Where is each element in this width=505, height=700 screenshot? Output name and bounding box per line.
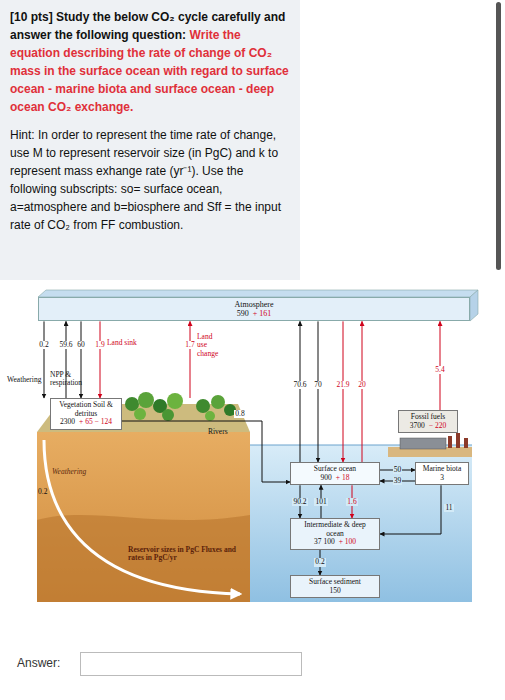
text-row: Marine biota	[419, 465, 465, 474]
flux-value: 11	[444, 504, 453, 512]
flux-value: 70	[313, 381, 323, 389]
atmosphere-box: Atmosphere590 + 161	[38, 297, 470, 321]
flux-value: 1.9	[94, 341, 105, 349]
fossil-fuels-box: Fossil fuels3700 − 220	[398, 410, 458, 433]
text-row: 150	[294, 587, 376, 596]
vegetation-box: Vegetation Soil & detritus2300 + 65 − 124	[50, 398, 122, 430]
atmosphere-top	[38, 290, 478, 297]
flux-value: 20	[357, 381, 367, 389]
land-block	[37, 432, 250, 602]
deep-ocean-box: Intermediate & deep ocean37 100 + 100	[290, 518, 380, 550]
marine-biota-box: Marine biota3	[415, 462, 469, 485]
box-title: Surface sediment	[309, 578, 361, 587]
atmosphere-side	[470, 290, 478, 321]
flux-value: 1.7	[184, 341, 195, 349]
ocean	[250, 445, 472, 602]
text-row: 37 100 + 100	[294, 538, 376, 547]
answer-box: Answer:	[80, 652, 302, 676]
flux-value: 0.2	[38, 341, 49, 349]
hint-text: Hint: In order to represent the time rat…	[10, 128, 281, 232]
flux-arrow	[122, 421, 290, 482]
flux-arrow	[380, 485, 441, 534]
flux-arrow	[318, 321, 319, 462]
flux-note: Weathering	[7, 376, 41, 384]
factory	[388, 433, 472, 457]
question: [10 pts] Study the below CO₂ cycle caref…	[10, 8, 290, 116]
flux-value: 39	[393, 477, 403, 485]
flux-value: 70.6	[292, 381, 307, 389]
scrollbar	[496, 2, 501, 270]
vegetation-trees	[125, 392, 236, 421]
flux-value: 59.6	[58, 341, 73, 349]
flux-note: NPP & respiration	[50, 371, 80, 388]
text-row: Vegetation Soil & detritus	[54, 401, 118, 418]
weathering-arrow	[44, 440, 240, 594]
flux-value: 50	[393, 466, 403, 474]
flux-value: 60	[76, 341, 86, 349]
box-value: 2300	[60, 418, 75, 427]
flux-value: 101	[314, 498, 327, 506]
river-label: Rivers	[208, 428, 228, 436]
box-title: Answer:	[17, 657, 60, 671]
box-value: − 220	[429, 422, 446, 431]
box-value: 3700	[410, 422, 425, 431]
text-row: Surface sediment	[294, 578, 376, 587]
text-row: 900 + 18	[294, 474, 376, 483]
question-text: [10 pts] Study the below CO₂ cycle caref…	[10, 10, 285, 42]
text-row: Answer:	[15, 657, 62, 671]
box-value: 3	[440, 474, 444, 483]
flux-arrow	[100, 321, 101, 398]
text-row: Surface ocean	[294, 465, 376, 474]
legend-note: Reservoir sizes in PgC Fluxes and rates …	[128, 546, 240, 563]
box-value: + 161	[253, 309, 272, 318]
box-value: 900	[321, 474, 332, 483]
text-row: 3700 − 220	[402, 422, 454, 431]
flux-value: 0.8	[234, 410, 245, 418]
flux-value: 21.9	[335, 381, 350, 389]
question-panel: [10 pts] Study the below CO₂ cycle caref…	[0, 0, 300, 280]
text-row: 590 + 161	[42, 309, 466, 318]
flux-value: 5.4	[434, 366, 445, 374]
flux-value: 0.2	[314, 558, 325, 566]
flux-arrow	[44, 321, 45, 398]
box-value: + 100	[339, 538, 356, 547]
flux-value: 1.6	[346, 498, 357, 506]
box-value: 150	[329, 587, 340, 596]
text-row: Atmosphere	[42, 300, 466, 309]
flux-value: 0.2	[38, 488, 47, 496]
flux-arrow	[362, 321, 363, 462]
weathering-label: Weathering	[52, 468, 86, 476]
surface-ocean-box: Surface ocean900 + 18	[290, 462, 380, 485]
text-row: Intermediate & deep ocean	[294, 521, 376, 538]
hint: Hint: In order to represent the time rat…	[10, 126, 290, 234]
box-title: Vegetation Soil & detritus	[56, 401, 116, 418]
flux-arrow	[81, 321, 82, 398]
flux-arrow	[300, 321, 301, 462]
box-value: + 18	[336, 474, 350, 483]
box-value: + 65 − 124	[79, 418, 112, 427]
box-title: Atmosphere	[234, 300, 273, 309]
box-value: 590	[237, 309, 249, 318]
box-title: Fossil fuels	[411, 413, 445, 422]
sediment-box: Surface sediment150	[290, 575, 380, 598]
text-row: Fossil fuels	[402, 413, 454, 422]
text-row: 2300 + 65 − 124	[54, 418, 118, 427]
flux-value: 90.2	[292, 498, 307, 506]
text-row: 3	[419, 474, 465, 483]
flux-note: Land sink	[107, 339, 137, 347]
box-title: Surface ocean	[314, 465, 356, 474]
flux-arrow	[343, 321, 344, 462]
flux-note: Land use change	[197, 333, 223, 358]
box-value: 37 100	[314, 538, 335, 547]
flux-arrow	[190, 321, 191, 398]
box-title: Marine biota	[423, 465, 462, 474]
box-title: Intermediate & deep ocean	[296, 521, 374, 538]
